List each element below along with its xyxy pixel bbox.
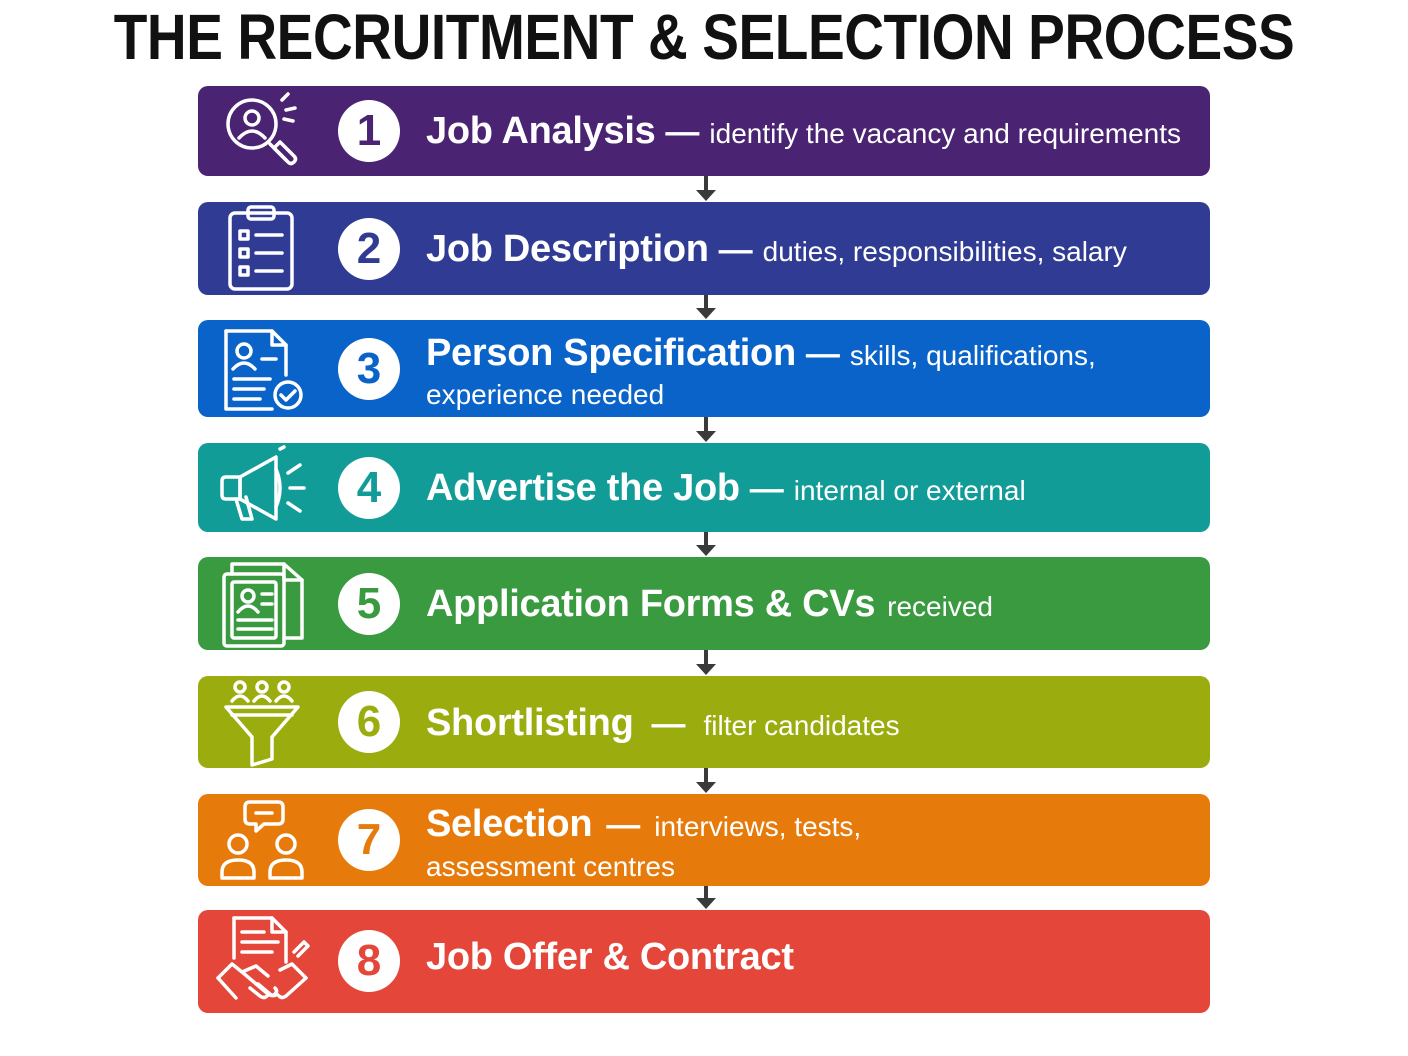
step-description-line-2: assessment centres <box>426 851 675 882</box>
step-number: 3 <box>338 338 400 400</box>
connector-line <box>704 295 708 308</box>
step-number: 4 <box>338 457 400 519</box>
step-text-line-1: Person Specification— skills, qualificati… <box>426 334 1190 380</box>
step-separator: — <box>606 806 641 844</box>
profile-document-check-icon <box>214 323 310 413</box>
step-text: Person Specification— skills, qualificati… <box>426 334 1190 410</box>
connector-arrow <box>696 190 716 201</box>
step-number: 8 <box>338 930 400 992</box>
connector-line <box>704 176 708 190</box>
connector-line <box>704 768 708 782</box>
step-number: 2 <box>338 218 400 280</box>
magnifier-person-icon <box>214 86 310 176</box>
step-separator: — <box>665 113 700 151</box>
step-text: Job Offer & Contract <box>426 936 1190 979</box>
connector-arrow <box>696 431 716 442</box>
step-separator: — <box>749 470 784 508</box>
step-description: interviews, tests, <box>654 811 862 842</box>
connector-arrow <box>696 545 716 556</box>
step-description: received <box>887 591 993 622</box>
connector-line <box>704 532 708 545</box>
step-title: Person Specification <box>426 332 796 374</box>
step-job-description: 2 Job Description— duties, responsibiliti… <box>198 202 1210 295</box>
step-number: 7 <box>338 809 400 871</box>
step-advertise-the-job: 4 Advertise the Job— internal or external <box>198 443 1210 532</box>
step-number: 6 <box>338 691 400 753</box>
step-number: 1 <box>338 100 400 162</box>
step-title: Job Description <box>426 228 709 270</box>
step-text-line-1: Selection — interviews, tests, <box>426 804 1190 852</box>
step-person-specification: 3 Person Specification— skills, qualifica… <box>198 320 1210 417</box>
candidates-funnel-icon <box>214 677 310 767</box>
step-title: Selection <box>426 803 593 845</box>
step-application-forms-cvs: 5 Application Forms & CVs received <box>198 557 1210 650</box>
step-text: Application Forms & CVs received <box>426 583 1190 626</box>
step-description: skills, qualifications, <box>849 340 1096 371</box>
step-description: duties, responsibilities, salary <box>762 236 1127 267</box>
page-title: THE RECRUITMENT & SELECTION PROCESS <box>113 1 1295 73</box>
cv-documents-icon <box>214 558 310 648</box>
connector-arrow <box>696 782 716 793</box>
step-number: 5 <box>338 573 400 635</box>
connector-arrow <box>696 664 716 675</box>
step-title: Job Analysis <box>426 110 656 152</box>
step-text: Selection — interviews, tests, assessment … <box>426 804 1190 882</box>
step-job-analysis: 1 Job Analysis— identify the vacancy and … <box>198 86 1210 176</box>
step-job-offer-contract: 8 Job Offer & Contract <box>198 910 1210 1013</box>
step-description: internal or external <box>793 475 1026 506</box>
clipboard-checklist-icon <box>214 203 310 293</box>
step-text: Job Analysis— identify the vacancy and re… <box>426 110 1190 153</box>
interview-people-icon <box>214 796 310 886</box>
step-title: Shortlisting <box>426 702 634 744</box>
step-text: Job Description— duties, responsibilities… <box>426 228 1190 271</box>
step-text: Shortlisting — filter candidates <box>426 702 1190 745</box>
megaphone-icon <box>214 443 310 533</box>
step-title: Advertise the Job <box>426 467 740 509</box>
connector-line <box>704 886 708 898</box>
connector-arrow <box>696 898 716 909</box>
step-separator: — <box>651 705 686 743</box>
step-description-line-2: experience needed <box>426 379 665 410</box>
step-shortlisting: 6 Shortlisting — filter candidates <box>198 676 1210 768</box>
step-separator: — <box>805 335 840 373</box>
step-separator: — <box>718 231 753 269</box>
contract-handshake-icon <box>214 914 310 1010</box>
connector-line <box>704 417 708 431</box>
step-title: Job Offer & Contract <box>426 936 794 978</box>
connector-arrow <box>696 308 716 319</box>
connector-line <box>704 650 708 664</box>
step-selection: 7 Selection — interviews, tests, assessmen… <box>198 794 1210 886</box>
step-title: Application Forms & CVs <box>426 583 876 625</box>
step-description: identify the vacancy and requirements <box>709 118 1182 149</box>
step-description: filter candidates <box>703 710 900 741</box>
step-text: Advertise the Job— internal or external <box>426 467 1190 510</box>
